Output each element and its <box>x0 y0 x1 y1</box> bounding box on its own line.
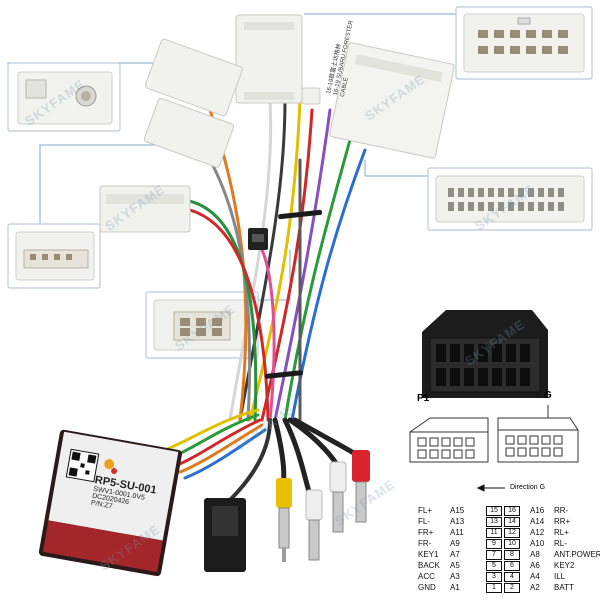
p1-connector-drawing <box>409 417 489 463</box>
detail-box-top-left <box>7 62 121 132</box>
pin-box-left: 15 <box>486 506 502 516</box>
pin-box-right: 6 <box>504 561 520 571</box>
pin-box-right: 14 <box>504 517 520 527</box>
iso-16pin-connector <box>422 310 548 398</box>
detail-box-top-right <box>455 6 593 80</box>
connector-upper-left <box>144 38 243 117</box>
pin-left-label: ACC <box>418 572 435 581</box>
connector-mid-left <box>143 97 235 168</box>
pin-right-number: A12 <box>530 528 545 537</box>
pin-left-label: FL- <box>418 517 430 526</box>
pin-left-number: A3 <box>450 572 460 581</box>
pin-box-left: 3 <box>486 572 502 582</box>
black-plug-bottom <box>204 498 246 572</box>
pin-left-number: A7 <box>450 550 460 559</box>
pin-box-right: 12 <box>504 528 520 538</box>
connector-top-center <box>235 14 303 104</box>
wire-bundle <box>163 98 367 507</box>
pin-box-right: 2 <box>504 583 520 593</box>
connector-small-black <box>248 228 268 250</box>
g-label: G <box>544 390 552 401</box>
pin-right-number: A6 <box>530 561 540 570</box>
pin-left-label: GND <box>418 583 436 592</box>
pin-right-number: A10 <box>530 539 545 548</box>
pin-right-label: RR+ <box>554 517 571 526</box>
pin-left-number: A1 <box>450 583 460 592</box>
p1-label: P1 <box>417 393 430 404</box>
pin-right-number: A8 <box>530 550 540 559</box>
connector-small-white <box>301 87 321 105</box>
pin-left-label: KEY1 <box>418 550 439 559</box>
pin-box-left: 7 <box>486 550 502 560</box>
pin-right-label: ILL <box>554 572 566 581</box>
detail-box-left <box>7 223 101 289</box>
pin-box-right: 10 <box>504 539 520 549</box>
pin-left-label: FR+ <box>418 528 434 537</box>
pin-left-number: A11 <box>450 528 464 537</box>
direction-label: Direction G <box>510 484 546 491</box>
detail-box-middle-right <box>427 167 593 231</box>
pin-right-number: A2 <box>530 583 540 592</box>
pin-right-label: RL- <box>554 539 567 548</box>
pin-right-number: A14 <box>530 517 545 526</box>
pin-left-number: A13 <box>450 517 465 526</box>
pin-right-label: ANT.POWER <box>554 550 600 559</box>
pin-left-number: A9 <box>450 539 460 548</box>
pin-left-label: FL+ <box>418 506 433 515</box>
pin-right-label: RL+ <box>554 528 569 537</box>
pin-left-label: BACK <box>418 561 440 570</box>
pin-box-left: 5 <box>486 561 502 571</box>
pin-box-left: 1 <box>486 583 502 593</box>
rca-white-2 <box>329 461 347 533</box>
rca-white-1 <box>305 489 323 561</box>
pin-box-right: 4 <box>504 572 520 582</box>
pin-box-left: 13 <box>486 517 502 527</box>
pin-left-number: A15 <box>450 506 465 515</box>
direction-arrow <box>476 484 505 492</box>
qr-code <box>65 448 100 483</box>
connector-left <box>99 185 191 233</box>
rca-red <box>352 450 370 523</box>
pin-left-number: A5 <box>450 561 460 570</box>
pin-right-number: A16 <box>530 506 545 515</box>
module-logo <box>104 459 118 475</box>
pin-left-label: FR- <box>418 539 432 548</box>
pin-right-label: BATT <box>554 583 574 592</box>
pin-box-right: 16 <box>504 506 520 516</box>
pin-right-number: A4 <box>530 572 540 581</box>
rca-yellow <box>276 478 292 562</box>
detail-box-center <box>145 291 259 359</box>
pin-box-right: 8 <box>504 550 520 560</box>
pin-right-label: KEY2 <box>554 561 575 570</box>
pin-box-left: 9 <box>486 539 502 549</box>
connector-big-right <box>329 42 455 159</box>
g-connector-drawing <box>497 405 579 463</box>
zip-ties <box>265 209 322 379</box>
pin-right-label: RR- <box>554 506 569 515</box>
pin-box-left: 11 <box>486 528 502 538</box>
